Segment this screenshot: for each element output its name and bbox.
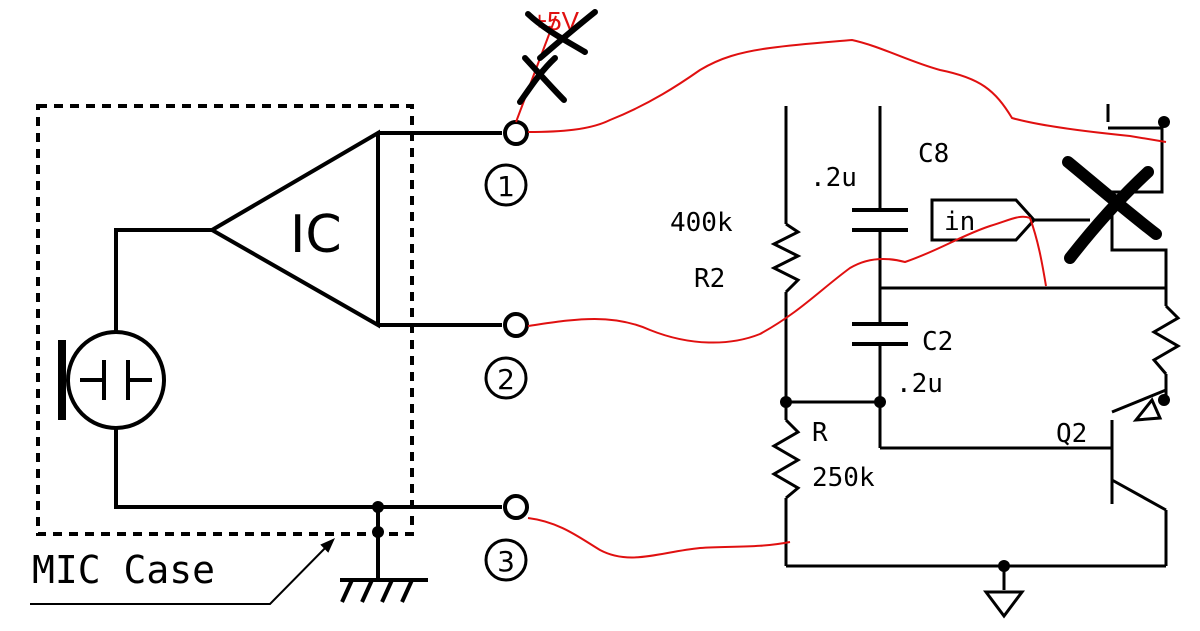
transistor-q2 — [1111, 388, 1167, 422]
input-tag: in — [930, 198, 1090, 242]
q2-name-label: Q2 — [1056, 419, 1087, 449]
amp-circuit-wires — [784, 104, 1168, 590]
resistor-r2 — [770, 222, 802, 294]
mic-case-label: MIC Case — [32, 548, 215, 592]
r2-name-label: R2 — [694, 264, 725, 294]
r-value-label: 250k — [812, 463, 875, 493]
capacitor-c8 — [852, 208, 908, 232]
red-wire-pin2 — [527, 215, 1047, 344]
resistor-right — [1151, 304, 1181, 375]
capacitor-c2 — [852, 322, 908, 346]
in-tag-label: in — [944, 207, 975, 237]
cross-out-mark-icon — [517, 9, 598, 105]
ic-amplifier: IC — [208, 129, 380, 329]
microphone-capsule-icon — [58, 330, 166, 430]
mic-case-pointer — [30, 537, 336, 605]
resistor-r — [771, 418, 801, 500]
junction-dots-amp — [780, 116, 1170, 572]
pin1-label: 1 — [497, 170, 515, 203]
c8-name-label: C8 — [918, 139, 949, 169]
pin2-label: 2 — [497, 363, 515, 396]
ic-label: IC — [290, 205, 342, 265]
r2-value-label: 400k — [670, 208, 733, 238]
junction-dots-mic — [372, 501, 384, 538]
terminal-pin-3: 3 — [484, 494, 529, 582]
r-name-label: R — [812, 418, 828, 448]
cross-out-mark-icon-amp — [1062, 156, 1162, 264]
c8-value-label: .2u — [810, 163, 857, 193]
mic-case-boundary — [36, 104, 414, 536]
terminal-pin-2: 2 — [484, 312, 529, 400]
pin3-label: 3 — [497, 545, 515, 578]
red-wire-pin3 — [527, 517, 791, 559]
red-wire-pin1 — [527, 38, 1167, 143]
c2-name-label: C2 — [922, 327, 953, 357]
c2-value-label: .2u — [896, 369, 943, 399]
ground-icon — [340, 578, 428, 603]
ground-icon-amp — [983, 590, 1025, 619]
terminal-pin-1: 1 — [484, 120, 529, 207]
mic-internal-wires — [114, 131, 502, 580]
